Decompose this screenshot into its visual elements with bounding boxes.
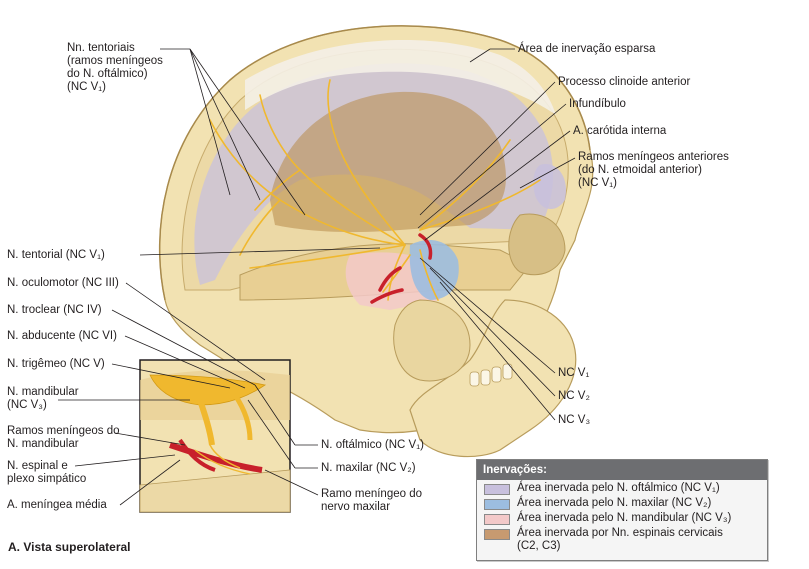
legend-item-cervical: Área inervada por Nn. espinais cervicais… — [484, 527, 767, 554]
label-n-oftalmico: N. oftálmico (NC V₁) — [321, 439, 424, 451]
legend-swatch — [484, 484, 510, 495]
label-ramo-maxilar: Ramo meníngeo do nervo maxilar — [321, 488, 423, 513]
label-ramos-mandibular: Ramos meníngeos do N. mandibular — [7, 425, 120, 450]
label-infundibulo: Infundíbulo — [569, 98, 626, 110]
figure-caption: A. Vista superolateral — [8, 540, 131, 554]
legend-item-mandibular: Área inervada pelo N. mandibular (NC V₃) — [484, 512, 767, 525]
label-n-maxilar: N. maxilar (NC V₂) — [321, 462, 416, 474]
arteries — [370, 233, 433, 304]
label-n-troclear: N. troclear (NC IV) — [7, 304, 102, 316]
label-nc-v2: NC V₂ — [558, 390, 590, 402]
legend-swatch — [484, 499, 510, 510]
inset-panel — [139, 359, 291, 513]
legend-box: Inervações: Área inervada pelo N. oftálm… — [476, 459, 768, 561]
label-n-oculomotor: N. oculomotor (NC III) — [7, 277, 119, 289]
label-n-tentorial: N. tentorial (NC V₁) — [7, 249, 105, 261]
label-n-trigemeo: N. trigêmeo (NC V) — [7, 358, 105, 370]
label-meningea-media: A. meníngea média — [7, 499, 107, 511]
nerve-branches — [209, 79, 541, 301]
label-n-mandibular: N. mandibular (NC V₃) — [7, 386, 79, 411]
skull — [158, 25, 594, 458]
label-carotida-interna: A. carótida interna — [573, 125, 667, 137]
legend-item-maxilar: Área inervada pelo N. maxilar (NC V₂) — [484, 497, 767, 510]
label-nc-v1: NC V₁ — [558, 367, 590, 379]
label-nc-v3: NC V₃ — [558, 414, 591, 426]
label-n-abducente: N. abducente (NC VI) — [7, 330, 117, 342]
label-area-esparsa: Área de inervação esparsa — [518, 43, 656, 55]
label-n-espinal: N. espinal e plexo simpático — [7, 460, 87, 485]
legend-item-oftalmico: Área inervada pelo N. oftálmico (NC V₁) — [484, 482, 767, 495]
legend-swatch — [484, 529, 510, 540]
leader-lines — [58, 48, 576, 506]
legend-title: Inervações: — [477, 460, 767, 480]
legend-swatch — [484, 514, 510, 525]
label-processo-clinoide: Processo clinoide anterior — [558, 76, 691, 88]
label-ramos-etmoidal: Ramos meníngeos anteriores (do N. etmoid… — [578, 151, 729, 189]
label-nn-tentoriais: Nn. tentoriais (ramos meníngeos do N. of… — [67, 42, 163, 93]
